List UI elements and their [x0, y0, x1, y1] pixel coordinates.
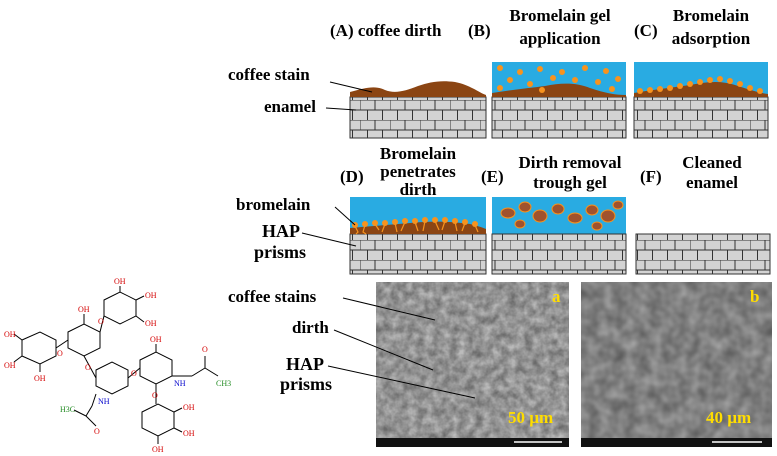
svg-text:OH: OH — [183, 403, 195, 412]
sem-b-scale: 40 µm — [706, 408, 751, 427]
leader-enamel — [325, 107, 357, 111]
panel-a-title: (A) coffee dirth — [330, 21, 442, 40]
svg-text:OH: OH — [34, 374, 46, 383]
svg-text:OH: OH — [114, 277, 126, 286]
sem-image-b: b 40 µm — [581, 282, 772, 447]
leader-hap — [301, 232, 357, 247]
panel-a-enamel — [349, 96, 487, 139]
panel-b-coffee-stain — [492, 83, 626, 97]
panel-c-letter: (C) — [634, 21, 658, 40]
sem-image-a: a 50 µm — [376, 282, 569, 447]
sem-label-dirth: dirth — [292, 318, 329, 337]
sem-leader-dirth — [333, 329, 434, 371]
panel-d-title-line1: Bromelain — [380, 144, 457, 163]
panel-f — [635, 233, 771, 275]
svg-text:O: O — [131, 369, 137, 378]
panel-c-coffee-stain — [634, 81, 768, 97]
panel-b-enamel — [491, 96, 627, 139]
panel-d-bromelain-dots — [352, 217, 478, 228]
svg-text:OH: OH — [4, 330, 16, 339]
panel-a-coffee-stain — [350, 81, 486, 97]
svg-text:H3C: H3C — [60, 405, 75, 414]
panel-d-title-line2: penetrates — [380, 162, 456, 181]
panel-b — [491, 62, 627, 139]
panel-b-title-line2: application — [519, 29, 601, 48]
svg-text:NH: NH — [174, 379, 186, 388]
leader-coffee-stain — [329, 81, 373, 93]
sem-label-hap-line1: HAP — [286, 354, 324, 374]
panel-d-coffee-stain — [350, 221, 486, 234]
svg-text:OH: OH — [152, 445, 164, 454]
sem-leader-hap — [327, 365, 476, 399]
panel-c — [633, 62, 769, 139]
sem-leader-coffee-stains — [342, 297, 436, 321]
svg-text:O: O — [202, 345, 208, 354]
panel-d-title-line3: dirth — [400, 180, 437, 199]
panel-a — [349, 81, 487, 139]
panel-c-title-line2: adsorption — [672, 29, 751, 48]
sem-label-hap-line2: prisms — [280, 374, 332, 394]
sem-label-coffee-stains: coffee stains — [228, 287, 317, 306]
panel-d-enamel — [349, 233, 487, 275]
panel-b-bromelain-dots — [497, 65, 621, 93]
label-coffee-stain: coffee stain — [228, 65, 310, 84]
panel-e-letter: (E) — [481, 167, 504, 186]
svg-text:OH: OH — [4, 361, 16, 370]
panel-f-letter: (F) — [640, 167, 662, 186]
panel-d — [349, 197, 487, 275]
sem-b-letter: b — [750, 287, 759, 306]
molecule-structure — [13, 286, 219, 444]
svg-text:O: O — [57, 349, 63, 358]
label-bromelain: bromelain — [236, 195, 311, 214]
panel-e-dirt-particles — [500, 200, 624, 231]
panel-d-letter: (D) — [340, 167, 364, 186]
svg-text:OH: OH — [183, 429, 195, 438]
panel-f-title-line1: Cleaned — [682, 153, 742, 172]
svg-text:NH: NH — [98, 397, 110, 406]
svg-text:CH3: CH3 — [216, 379, 231, 388]
svg-text:OH: OH — [78, 305, 90, 314]
label-hap-line2: prisms — [254, 242, 306, 262]
panel-b-title-line1: Bromelain gel — [509, 6, 610, 25]
label-hap-line1: HAP — [262, 221, 300, 241]
panel-e-title-line2: trough gel — [533, 173, 607, 192]
svg-text:O: O — [85, 363, 91, 372]
panel-e-enamel — [491, 233, 627, 275]
svg-text:OH: OH — [145, 291, 157, 300]
panel-c-enamel — [633, 96, 769, 139]
panel-f-enamel — [635, 233, 771, 275]
panel-e-title-line1: Dirth removal — [518, 153, 621, 172]
svg-text:OH: OH — [150, 335, 162, 344]
sem-a-scale: 50 µm — [508, 408, 553, 427]
panel-b-letter: (B) — [468, 21, 491, 40]
panel-e — [491, 197, 627, 275]
panel-c-bromelain-dots — [637, 76, 763, 94]
molecule-atom-labels: OH OH OH OH OH OH OH OH OH OH OH O O O O… — [4, 277, 231, 454]
svg-text:O: O — [152, 391, 158, 400]
svg-text:O: O — [98, 317, 104, 326]
svg-text:O: O — [94, 427, 100, 436]
leader-bromelain — [334, 206, 356, 226]
sem-a-letter: a — [552, 287, 561, 306]
label-enamel: enamel — [264, 97, 316, 116]
panel-c-title-line1: Bromelain — [673, 6, 750, 25]
svg-text:OH: OH — [145, 319, 157, 328]
panel-f-title-line2: enamel — [686, 173, 738, 192]
